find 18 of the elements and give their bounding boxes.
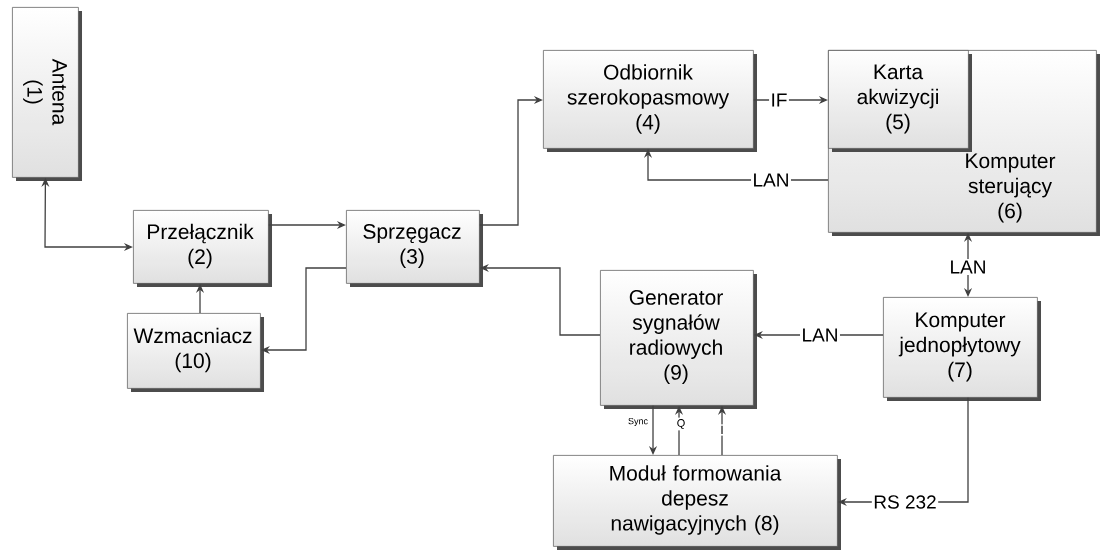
- arrow: [479, 95, 543, 226]
- edge-label: LAN: [948, 258, 988, 276]
- edge-label: Q: [675, 417, 687, 431]
- edge-label: I: [718, 424, 726, 436]
- block-box: Wzmacniacz (10): [127, 313, 264, 392]
- block-box: Przełącznik (2): [133, 210, 272, 287]
- edge-label: RS 232: [871, 493, 939, 511]
- block-box: Moduł formowania depesz nawigacyjnych (8): [553, 455, 841, 550]
- edge-label: LAN: [751, 171, 791, 189]
- block-box: Sprzęgacz (3): [346, 210, 483, 287]
- block-box: Komputer jednopłytowy (7): [883, 297, 1041, 401]
- edge-label: IF: [769, 91, 789, 109]
- block-box: Odbiornik szerokopasmowy (4): [543, 50, 757, 152]
- block-box: Generator sygnałów radiowych (9): [600, 270, 757, 409]
- block-box: Antena (1): [12, 7, 82, 181]
- edge-label: Sync: [626, 416, 650, 428]
- block-box: Karta akwizycji (5): [828, 50, 972, 152]
- edge-label: LAN: [800, 326, 840, 344]
